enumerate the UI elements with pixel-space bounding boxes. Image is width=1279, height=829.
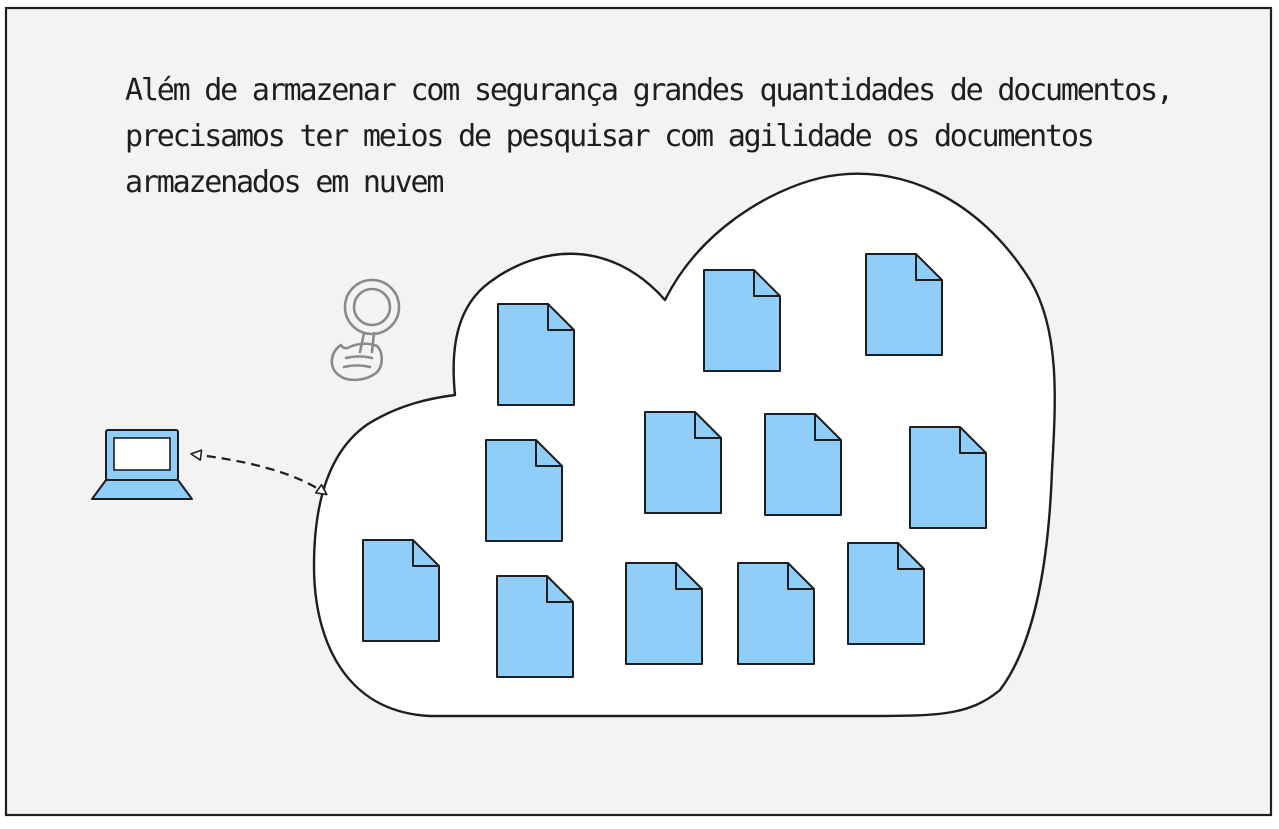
document-icon [497, 303, 575, 406]
caption-line-3: armazenados em nuvem [125, 165, 444, 200]
laptop-icon [91, 429, 193, 500]
document-icon [703, 269, 781, 372]
document-icon [362, 539, 440, 642]
document-icon [625, 562, 703, 665]
document-icon [909, 426, 987, 529]
document-icon [865, 253, 943, 356]
caption-line-2: precisamos ter meios de pesquisar com ag… [125, 119, 1095, 154]
document-icon [847, 542, 925, 645]
document-icon [644, 411, 722, 514]
caption-line-1: Além de armazenar com segurança grandes … [125, 73, 1174, 108]
document-icon [485, 439, 563, 542]
connection-arrow [190, 449, 328, 496]
diagram-caption: Além de armazenar com segurança grandes … [125, 68, 1245, 206]
document-icon [764, 413, 842, 516]
document-icon [737, 562, 815, 665]
document-icon [496, 575, 574, 678]
magnifying-glass-icon [330, 278, 401, 382]
document-group [362, 253, 987, 678]
